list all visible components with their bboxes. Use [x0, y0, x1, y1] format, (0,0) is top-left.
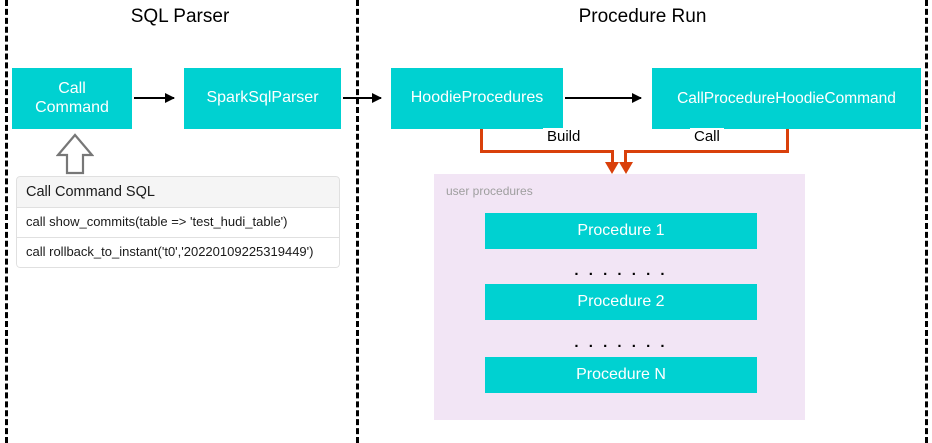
section-divider-middle — [356, 0, 359, 443]
ellipsis-separator: . . . . . . . — [574, 262, 668, 279]
node-hoodie-procedures[interactable]: HoodieProcedures — [391, 68, 563, 129]
node-spark-sql-parser[interactable]: SparkSqlParser — [184, 68, 341, 129]
connector-build-horizontal — [480, 150, 613, 153]
procedure-box-1[interactable]: Procedure 1 — [485, 213, 757, 249]
procedure-box-n[interactable]: Procedure N — [485, 357, 757, 393]
connector-build-arrowhead-icon — [605, 162, 619, 174]
arrow-call-command-to-spark-sql-parser-icon — [134, 93, 175, 103]
section-title-sql-parser: SQL Parser — [130, 6, 230, 27]
edge-label-build: Build — [543, 128, 585, 145]
call-command-sql-table: Call Command SQL call show_commits(table… — [16, 176, 340, 268]
arrow-spark-sql-parser-to-hoodie-procedures-icon — [343, 93, 382, 103]
connector-call-arrowhead-icon — [619, 162, 633, 174]
callout-up-arrow-icon — [56, 133, 94, 175]
connector-call-drop — [624, 150, 627, 164]
sql-table-row: call show_commits(table => 'test_hudi_ta… — [16, 208, 340, 238]
node-call-procedure-hoodie-command[interactable]: CallProcedureHoodieCommand — [652, 68, 921, 129]
connector-call-horizontal — [624, 150, 789, 153]
arrow-hoodie-procedures-to-call-procedure-icon — [565, 93, 642, 103]
connector-build-vertical — [480, 129, 483, 153]
section-divider-left — [5, 0, 8, 443]
ellipsis-separator: . . . . . . . — [574, 334, 668, 351]
section-title-procedure-run: Procedure Run — [578, 6, 707, 27]
section-divider-right — [925, 0, 928, 443]
procedure-box-2[interactable]: Procedure 2 — [485, 284, 757, 320]
edge-label-call: Call — [690, 128, 724, 145]
connector-build-drop — [611, 150, 614, 164]
user-procedures-label: user procedures — [446, 184, 533, 198]
user-procedures-panel: user procedures Procedure 1 . . . . . . … — [434, 174, 805, 420]
sql-table-row: call rollback_to_instant('t0','202201092… — [16, 238, 340, 268]
connector-call-vertical — [786, 129, 789, 153]
sql-table-header: Call Command SQL — [16, 176, 340, 208]
